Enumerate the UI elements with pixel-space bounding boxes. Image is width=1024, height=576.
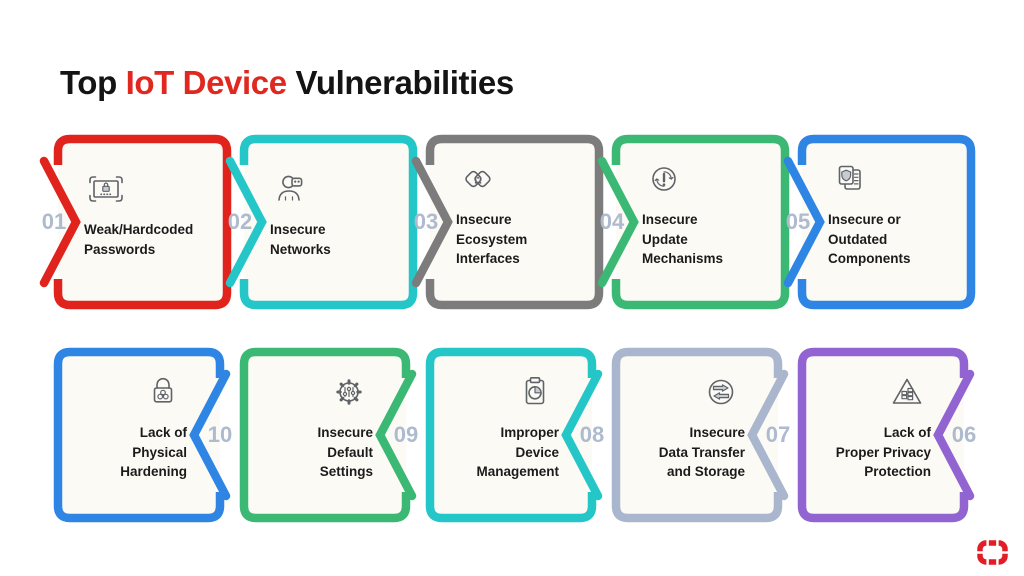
card-frame — [239, 347, 417, 523]
vulnerability-card-01: 01 Weak/Hardcoded Passwords — [39, 134, 232, 310]
vulnerability-card-10: 10 Lack of Physical Hardening — [40, 347, 232, 523]
card-label: Improper Device Management — [476, 425, 559, 480]
card-number: 04 — [599, 209, 625, 234]
card-frame — [53, 347, 231, 523]
card-label: Insecure Networks — [270, 221, 331, 257]
card-frame — [611, 347, 789, 523]
settings-gear-icon — [336, 379, 362, 405]
card-number: 10 — [207, 422, 233, 447]
card-content: Insecure or Outdated Components — [828, 137, 966, 307]
card-content: Improper Device Management — [424, 350, 559, 520]
card-label: Insecure Data Transfer and Storage — [658, 425, 745, 480]
card-label: Insecure Default Settings — [317, 425, 373, 480]
card-frame — [797, 347, 975, 523]
card-label: Insecure or Outdated Components — [828, 212, 911, 267]
privacy-risk-icon — [892, 378, 922, 404]
hacker-icon — [278, 175, 303, 201]
card-label: Insecure Update Mechanisms — [642, 212, 724, 267]
card-content: Lack of Proper Privacy Protection — [796, 350, 931, 520]
vulnerability-card-03: 03 Insecure Ecosystem Interfaces — [411, 134, 604, 310]
vulnerability-card-02: 02 Insecure Networks — [225, 134, 418, 310]
vulnerability-card-09: 09 Insecure Default Settings — [226, 347, 418, 523]
card-number: 02 — [227, 209, 253, 234]
password-icon — [89, 176, 123, 202]
physical-hardening-icon — [153, 378, 173, 403]
title-prefix: Top — [60, 64, 126, 102]
vulnerability-card-05: 05 Insecure or Outdated Components — [783, 134, 976, 310]
card-number: 06 — [951, 422, 977, 447]
vulnerability-card-07: 07 Insecure Data Transfer and Storage — [598, 347, 790, 523]
card-label: Lack of Proper Privacy Protection — [835, 425, 931, 480]
card-number: 07 — [765, 422, 791, 447]
card-label: Weak/Hardcoded Passwords — [84, 221, 194, 257]
update-warning-icon — [652, 167, 676, 191]
vulnerability-card-08: 08 Improper Device Management — [412, 347, 604, 523]
page-title: Top IoT Device Vulnerabilities — [60, 64, 514, 102]
card-label: Lack of Physical Hardening — [120, 425, 187, 480]
card-content: Insecure Default Settings — [238, 350, 373, 520]
card-content: Lack of Physical Hardening — [52, 350, 187, 520]
card-number: 08 — [579, 422, 605, 447]
data-transfer-icon — [708, 379, 734, 405]
card-content: Weak/Hardcoded Passwords — [84, 137, 222, 307]
card-number: 09 — [393, 422, 419, 447]
card-frame — [225, 134, 418, 310]
fortinet-logo — [977, 540, 1008, 565]
ecosystem-icon — [465, 170, 491, 188]
vulnerability-card-04: 04 Insecure Update Mechanisms — [597, 134, 790, 310]
card-row-bottom: 10 Lack of Physical Hardening 09 — [40, 347, 976, 523]
card-content: Insecure Data Transfer and Storage — [610, 350, 745, 520]
device-management-icon — [525, 377, 545, 405]
card-content: Insecure Update Mechanisms — [642, 137, 780, 307]
card-label: Insecure Ecosystem Interfaces — [456, 212, 528, 267]
card-number: 03 — [413, 209, 439, 234]
card-content: Insecure Ecosystem Interfaces — [456, 137, 594, 307]
card-row-top: 01 Weak/Hardcoded Passwords 02 — [39, 134, 976, 310]
card-frame — [411, 134, 604, 310]
card-number: 05 — [785, 209, 811, 234]
outdated-components-icon — [838, 165, 861, 190]
title-suffix: Vulnerabilities — [286, 64, 514, 102]
card-number: 01 — [41, 209, 67, 234]
vulnerability-card-06: 06 Lack of Proper Privacy Protection — [784, 347, 976, 523]
title-highlight: IoT Device — [125, 64, 287, 102]
card-frame — [425, 347, 603, 523]
card-content: Insecure Networks — [270, 137, 408, 307]
